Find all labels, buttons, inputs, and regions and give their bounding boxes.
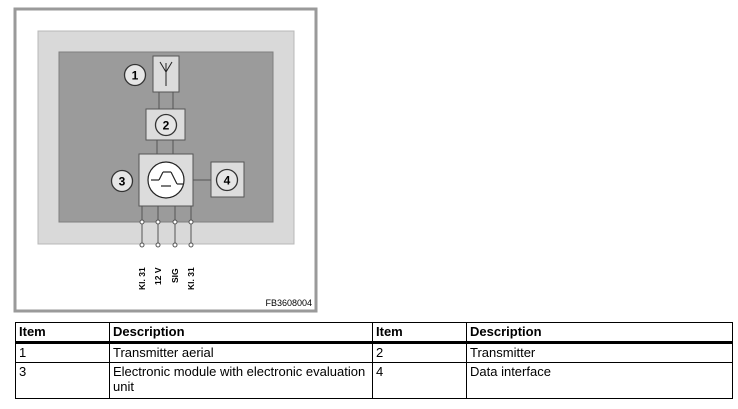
- connector-aerial-transmitter: [158, 92, 174, 109]
- header-description: Description: [466, 322, 733, 343]
- item-number: 4: [372, 362, 467, 399]
- item-description: Data interface: [466, 362, 733, 399]
- pin-label: Kl. 31: [186, 267, 196, 290]
- callout-1: 1: [123, 63, 147, 87]
- item-number: 1: [15, 341, 110, 363]
- callout-number: 3: [119, 175, 126, 189]
- table-row: 3 Electronic module with electronic eval…: [15, 362, 733, 399]
- item-description: Electronic module with electronic evalua…: [109, 362, 373, 399]
- header-description: Description: [109, 322, 373, 343]
- wiring-diagram: Kl. 31 12 V SIG Kl. 31 1 2 3 4 FB3608004: [13, 7, 318, 313]
- legend-table: Item Description Item Description 1 Tran…: [15, 322, 733, 399]
- pin-label: SIG: [170, 268, 180, 283]
- connector-transmitter-module: [156, 140, 174, 154]
- item-number: 2: [372, 341, 467, 363]
- header-item: Item: [372, 322, 467, 343]
- transistor-icon: [147, 161, 185, 199]
- callout-4: 4: [215, 168, 239, 192]
- module-pins: [139, 206, 194, 248]
- callout-number: 4: [224, 174, 231, 188]
- pin-label: Kl. 31: [137, 267, 147, 290]
- item-description: Transmitter: [466, 341, 733, 363]
- figure-code: FB3608004: [265, 298, 312, 308]
- callout-number: 1: [132, 69, 139, 83]
- antenna-icon: [159, 61, 173, 86]
- callout-number: 2: [163, 119, 170, 133]
- callout-2: 2: [154, 113, 178, 137]
- legend-header-row: Item Description Item Description: [15, 322, 733, 343]
- callout-3: 3: [110, 169, 134, 193]
- item-number: 3: [15, 362, 110, 399]
- table-row: 1 Transmitter aerial 2 Transmitter: [15, 341, 733, 363]
- header-item: Item: [15, 322, 110, 343]
- item-description: Transmitter aerial: [109, 341, 373, 363]
- pin-label: 12 V: [153, 267, 163, 285]
